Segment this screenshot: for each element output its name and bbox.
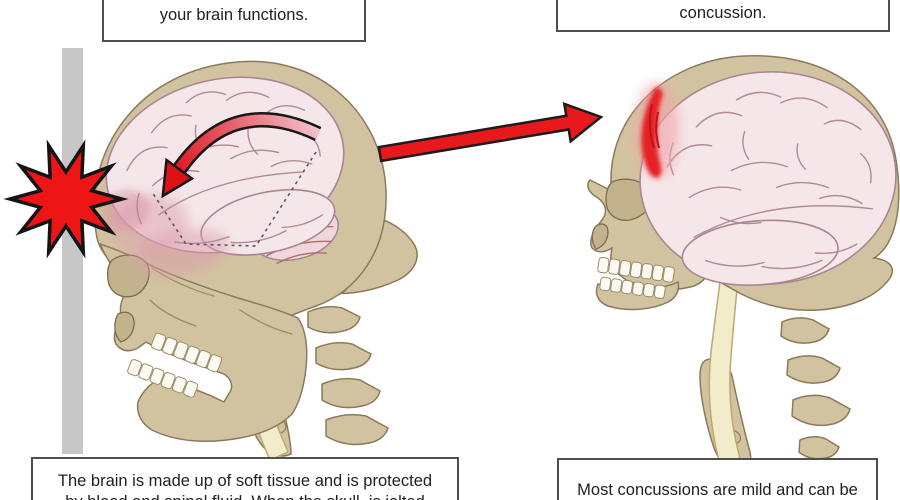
- wall-bar: [62, 48, 83, 454]
- left-face-jaw: [98, 242, 308, 442]
- left-nasal-opening: [114, 311, 135, 343]
- dotted-brain-outline: [151, 151, 317, 247]
- caption-top-left: your brain functions.: [102, 0, 366, 42]
- brain-motion-arrow-icon: [161, 112, 322, 199]
- right-lower-teeth: [599, 276, 666, 299]
- left-lower-teeth: [127, 359, 199, 398]
- left-upper-teeth: [150, 332, 223, 373]
- right-nasal-opening: [591, 223, 609, 250]
- left-skull-illustration: [93, 60, 418, 461]
- caption-top-left-text: your brain functions.: [159, 6, 309, 24]
- right-brain-sulci: [666, 91, 874, 270]
- caption-top-right: concussion.: [556, 0, 890, 32]
- right-upper-teeth: [597, 256, 675, 283]
- impact-burst-icon: [3, 139, 129, 259]
- caption-bottom-right-text: Most concussions are mild and can be: [577, 481, 858, 499]
- right-brain: [639, 71, 897, 286]
- caption-bottom-left-line2: by blood and spinal fluid. When the skul…: [65, 492, 425, 500]
- injury-highlight: [635, 82, 679, 178]
- transition-arrow-icon: [377, 102, 604, 163]
- caption-top-right-text: concussion.: [679, 4, 767, 22]
- caption-bottom-left: The brain is made up of soft tissue and …: [31, 457, 459, 500]
- right-skull-illustration: [587, 55, 900, 472]
- caption-bottom-left-line1: The brain is made up of soft tissue and …: [57, 472, 433, 490]
- caption-bottom-right: Most concussions are mild and can be: [557, 458, 878, 500]
